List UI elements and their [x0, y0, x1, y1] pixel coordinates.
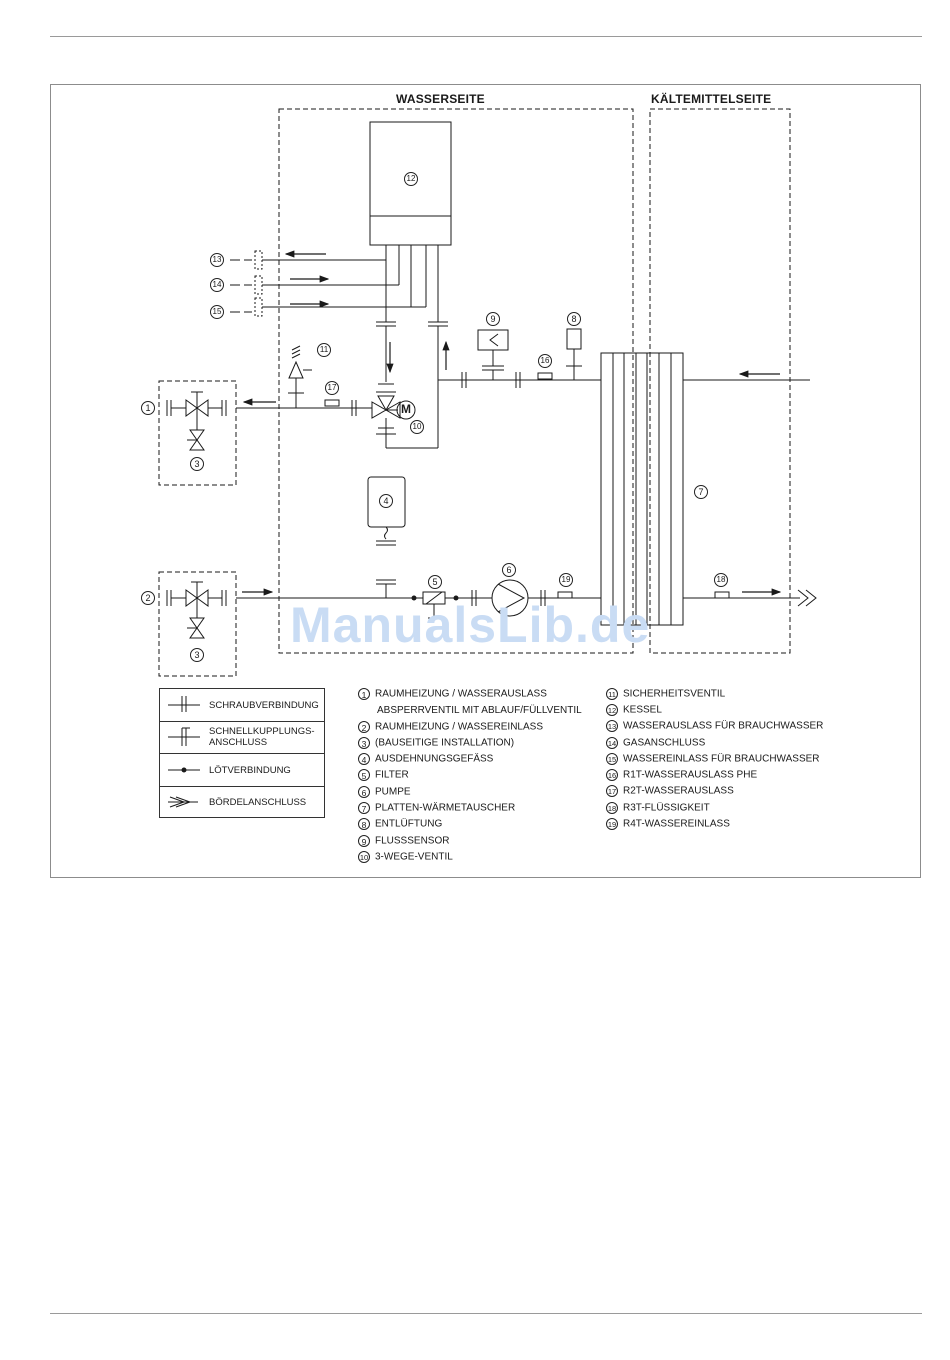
callout-19: 19: [559, 573, 573, 587]
callout-10: 10: [410, 420, 424, 434]
watermark: ManualsLib.de: [290, 597, 651, 653]
refrigerant-side-title: KÄLTEMITTELSEITE: [651, 92, 772, 106]
callout-15: 15: [210, 305, 224, 319]
callout-14: 14: [210, 278, 224, 292]
legend-row-screw: SCHRAUBVERBINDUNG: [160, 689, 324, 722]
legend-item-3: 3(BAUSEITIGE INSTALLATION): [358, 737, 514, 750]
callout-9: 9: [486, 312, 500, 326]
callout-17: 17: [325, 381, 339, 395]
callout-12: 12: [404, 172, 418, 186]
legend-item-1b: ABSPERRVENTIL MIT ABLAUF/FÜLLVENTIL: [377, 705, 582, 716]
motor-label: M: [401, 402, 411, 416]
callout-11: 11: [317, 343, 331, 357]
callout-3b: 3: [190, 648, 204, 662]
callout-2: 2: [141, 591, 155, 605]
callout-8: 8: [567, 312, 581, 326]
callout-1: 1: [141, 401, 155, 415]
callout-6: 6: [502, 563, 516, 577]
water-side-title: WASSERSEITE: [396, 92, 485, 106]
callout-13: 13: [210, 253, 224, 267]
legend-quick-label: SCHNELLKUPPLUNGS- ANSCHLUSS: [209, 726, 315, 748]
callout-5: 5: [428, 575, 442, 589]
legend-flare-label: BÖRDELANSCHLUSS: [209, 797, 307, 808]
diagram-frame: [50, 84, 921, 878]
callout-3a: 3: [190, 457, 204, 471]
legend-row-flare: BÖRDELANSCHLUSS: [160, 787, 324, 818]
refrigerant-side-box: [649, 108, 791, 654]
legend-screw-label: SCHRAUBVERBINDUNG: [209, 700, 319, 711]
symbol-legend: SCHRAUBVERBINDUNG SCHNELLKUPPLUNGS- ANSC…: [159, 688, 325, 818]
bottom-rule: [50, 1313, 922, 1314]
legend-row-quick: SCHNELLKUPPLUNGS- ANSCHLUSS: [160, 722, 324, 754]
top-rule: [50, 36, 922, 37]
callout-7: 7: [694, 485, 708, 499]
legend-row-solder: LÖTVERBINDUNG: [160, 754, 324, 787]
callout-4: 4: [379, 494, 393, 508]
legend-solder-label: LÖTVERBINDUNG: [209, 765, 291, 776]
callout-16: 16: [538, 354, 552, 368]
plate-heat-exchanger: [600, 352, 684, 626]
callout-18: 18: [714, 573, 728, 587]
water-side-box: [278, 108, 634, 654]
